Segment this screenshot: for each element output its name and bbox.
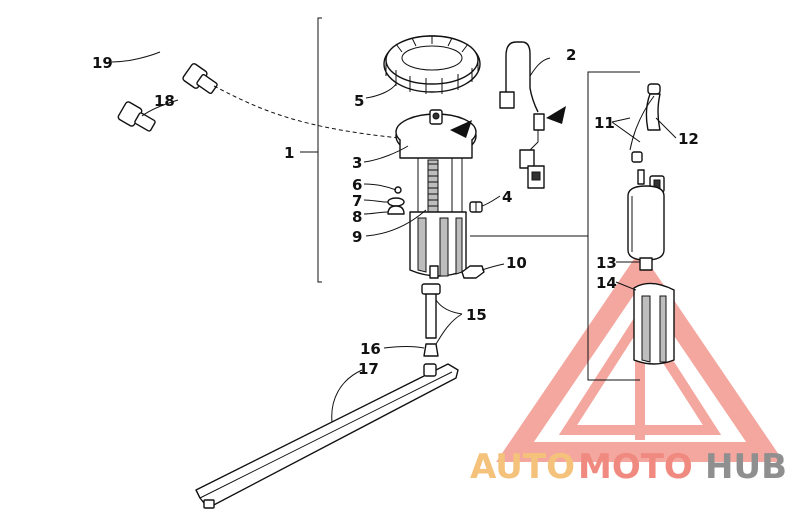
label-4: 4 — [502, 188, 512, 206]
wire-harness-2 — [499, 41, 545, 189]
label-6: 6 — [352, 176, 362, 194]
arrow-indicator-flange — [450, 120, 472, 138]
watermark-part-auto: AUTO — [470, 447, 575, 487]
lock-ring-5 — [383, 35, 481, 94]
label-7: 7 — [352, 192, 362, 210]
label-11: 11 — [594, 114, 615, 132]
label-9: 9 — [352, 228, 362, 246]
watermark-wordmark: AUTO MOTO HUB — [470, 447, 787, 487]
label-19: 19 — [92, 54, 113, 72]
nut-4 — [469, 201, 483, 213]
label-16: 16 — [360, 340, 381, 358]
fuel-pump-13 — [627, 169, 665, 271]
strainer-14 — [633, 282, 675, 365]
hose-11-12 — [629, 83, 661, 163]
grommet-10 — [461, 265, 485, 279]
label-8: 8 — [352, 208, 362, 226]
watermark-part-moto: MOTO — [578, 447, 693, 487]
washer-7 — [387, 197, 405, 207]
spring-9 — [417, 158, 463, 214]
watermark-part-hub: HUB — [705, 447, 787, 487]
bracket-assembly-13 — [587, 71, 640, 381]
cap-8 — [387, 205, 405, 215]
mounting-plate-17 — [195, 363, 459, 509]
pump-housing — [409, 211, 467, 279]
label-13: 13 — [596, 254, 617, 272]
label-3: 3 — [352, 154, 362, 172]
label-17: 17 — [358, 360, 379, 378]
nut-16 — [423, 343, 439, 357]
label-2: 2 — [566, 46, 576, 64]
pump-flange-3 — [395, 109, 477, 159]
bracket-assembly-1 — [317, 17, 322, 283]
label-5: 5 — [354, 92, 364, 110]
leader-lines — [111, 51, 677, 423]
label-12: 12 — [678, 130, 699, 148]
label-14: 14 — [596, 274, 617, 292]
rod-15 — [421, 283, 441, 339]
fuel-hose-19 — [47, 30, 218, 132]
label-1: 1 — [284, 144, 294, 162]
arrow-indicator-harness — [546, 106, 566, 124]
label-10: 10 — [506, 254, 527, 272]
label-18: 18 — [154, 92, 175, 110]
part-labels: 19 18 5 2 1 3 6 7 8 9 4 10 11 12 13 14 1… — [92, 46, 699, 378]
label-15: 15 — [466, 306, 487, 324]
